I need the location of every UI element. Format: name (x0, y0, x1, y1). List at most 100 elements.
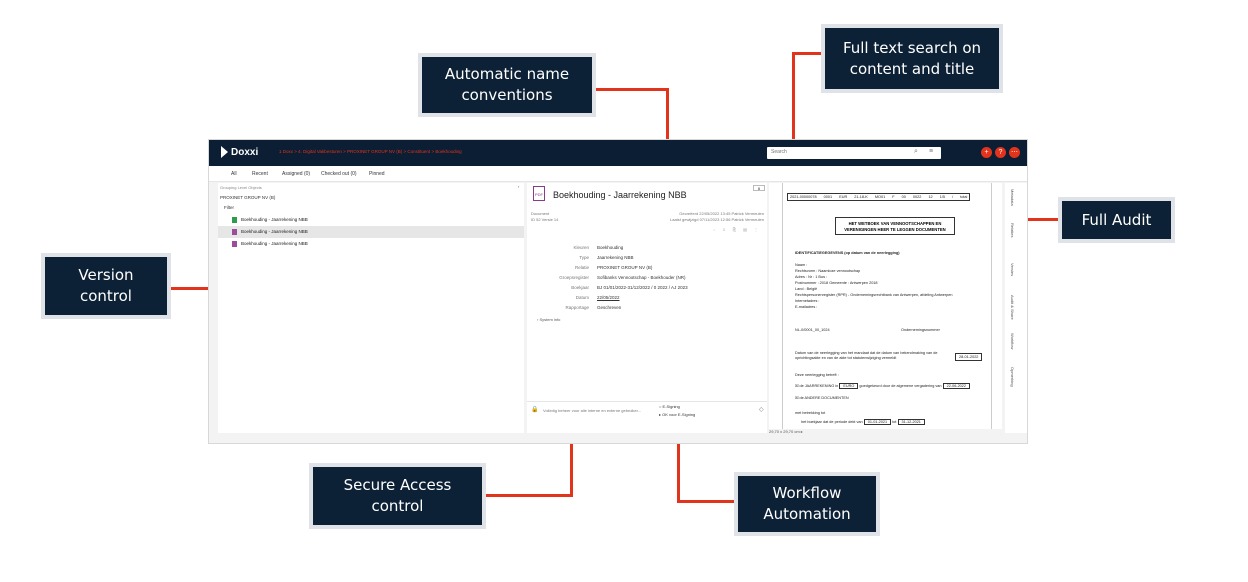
field-value: 22/05/2022 (597, 295, 620, 300)
field-label: Boekjaar (571, 285, 589, 290)
connector-line (792, 52, 795, 152)
pdf-line: Rechtspersonenregister (RPR) - Ondernemi… (795, 293, 953, 297)
pdf-rpr: NL-0/0001_00_1024 (795, 328, 830, 332)
callout-automatic-name: Automatic name conventions (418, 53, 596, 117)
pdf-page: 2021-00000078 0001 EUR 21-18-K MO01 F 00… (782, 183, 992, 429)
side-tab-audit-share[interactable]: Audit & Share (1010, 295, 1015, 320)
connector-line (677, 500, 737, 503)
top-icons: + ? ⋯ (981, 147, 1020, 158)
callout-secure-access: Secure Access control (309, 463, 486, 529)
pdf-date-text: Datum van de neerlegging van het mandaat… (795, 351, 938, 360)
side-tab-workflow[interactable]: Workflow (1010, 333, 1015, 350)
document-purple-icon (232, 241, 237, 247)
pdf-file-icon: PDF (533, 186, 545, 201)
tab-all[interactable]: All (231, 171, 237, 177)
document-footer: 🔒 Volledig beheer voor alle interne en e… (527, 401, 767, 433)
tree-item-label: Boekhouding - Jaarrekening NBB (241, 229, 308, 234)
tab-recent[interactable]: Recent (252, 171, 268, 177)
field-value[interactable]: BJ 01/01/2022-31/12/2022 / 0 2022 / AJ 2… (597, 285, 688, 290)
field-label: Relatie (574, 265, 589, 270)
search-input[interactable] (771, 149, 891, 155)
pdf-line: Rechtsvorm : Naamloze vennootschap (795, 269, 861, 273)
tree-item[interactable]: Boekhouding - Jaarrekening NBB (218, 214, 524, 226)
pdf-section-heading: IDENTIFICATIEGEGEVENS (op datum van de n… (795, 251, 900, 255)
tree-filter[interactable]: Filter (224, 205, 234, 210)
pdf-line: Adres : Nr : 1 Bus : (795, 275, 828, 279)
tree-header: Grouping Level Objects (220, 185, 262, 190)
field-value: Sofibanks Vennootschap - Boekhouder (NR) (597, 275, 686, 280)
field-value: Jaarrekening NBB (597, 255, 634, 260)
tree-item[interactable]: Boekhouding - Jaarrekening NBB (218, 238, 524, 250)
tab-pinned[interactable]: Pinned (369, 171, 385, 177)
tree-item-label: Boekhouding - Jaarrekening NBB (241, 217, 308, 222)
doxxi-logo-icon (221, 146, 228, 158)
pdf-ondernemingsnummer: Ondernemingsnummer (901, 328, 940, 332)
document-green-icon (232, 217, 237, 223)
side-tab-bar: Metadata Relaties Versies Audit & Share … (1005, 183, 1027, 433)
field-label: Kleuren (573, 245, 589, 250)
document-purple-icon (232, 229, 237, 235)
tree-item[interactable]: Boekhouding - Jaarrekening NBB (218, 226, 524, 238)
callout-workflow: Workflow Automation (734, 472, 880, 536)
connector-line (594, 88, 668, 91)
document-count-button[interactable]: 0 (753, 185, 765, 191)
document-created: Gecreëerd 22/05/2022 13:45 Patrick Verme… (679, 211, 764, 216)
field-value: Boekhouding (597, 245, 624, 250)
help-icon[interactable]: ? (995, 147, 1006, 158)
system-info-label: System info (539, 317, 561, 322)
logo-text: Doxxi (231, 146, 259, 158)
toolbar-icons[interactable]: ◌ ⇩ ⎘ ▤ ⋮ (712, 227, 761, 232)
connector-line (570, 420, 573, 496)
pdf-line: E-mailadres : (795, 305, 818, 309)
pdf-line: Land : België (795, 287, 818, 291)
tree-root[interactable]: PROXINET GROUP NV (B) (220, 195, 276, 200)
lock-icon: 🔒 (531, 407, 539, 413)
collapse-icon[interactable]: ‹ (518, 184, 520, 189)
pdf-date-value: 28-01-2022 (955, 353, 983, 361)
callout-version-control: Version control (41, 253, 171, 319)
callout-full-text-search: Full text search on content and title (821, 24, 1003, 93)
pdf-checkbox-row: ☒ de JAARREKENING in EURO goedgekeurd do… (795, 383, 971, 389)
connector-line (677, 424, 680, 502)
connector-line (794, 52, 824, 55)
workflow-item[interactable]: ▸ OK voor E-Signing (659, 412, 696, 417)
callout-full-audit: Full Audit (1058, 197, 1175, 243)
pdf-period-row: het boekjaar dat de periode dekt van 01-… (801, 419, 925, 425)
app-window: Doxxi 1 Doxx > 4. Digital Vakbesturen > … (208, 139, 1028, 444)
app-logo[interactable]: Doxxi (221, 146, 258, 158)
tab-checked-out[interactable]: Checked out (0) (321, 171, 357, 177)
field-label: Type (579, 255, 589, 260)
document-title: Boekhouding - Jaarrekening NBB (553, 190, 687, 200)
workflow-item[interactable]: ○ E-Signing (659, 404, 680, 409)
pdf-period-label: met betrekking tot (795, 411, 826, 415)
access-note[interactable]: Volledig beheer voor alle interne en ext… (543, 408, 642, 413)
side-tab-versies[interactable]: Versies (1010, 263, 1015, 277)
workflow-label: OK voor E-Signing (662, 412, 696, 417)
side-tab-relaties[interactable]: Relaties (1010, 223, 1015, 238)
viewer-status[interactable]: 29,70 x 29,70 cm ▸ (769, 429, 803, 434)
field-label: Groepsregister (559, 275, 589, 280)
system-info-toggle[interactable]: › System info (537, 317, 561, 322)
document-modified: Laatst gewijzigd 07/11/2023 12:56 Patric… (670, 217, 764, 222)
document-viewer: 2021-00000078 0001 EUR 21-18-K MO01 F 00… (769, 183, 1002, 429)
pdf-line: Naam : (795, 263, 808, 267)
filter-icon[interactable]: ≡ (929, 148, 934, 155)
document-panel: PDF Boekhouding - Jaarrekening NBB 0 Doc… (527, 183, 767, 433)
tab-assigned[interactable]: Assigned (0) (282, 171, 311, 177)
more-icon[interactable]: ⋯ (1009, 147, 1020, 158)
pdf-header-row: 2021-00000078 0001 EUR 21-18-K MO01 F 00… (787, 193, 971, 201)
side-tab-metadata[interactable]: Metadata (1010, 189, 1015, 206)
breadcrumb[interactable]: 1 Doxx > 4. Digital Vakbesturen > PROXIN… (279, 149, 462, 154)
add-icon[interactable]: + (981, 147, 992, 158)
tab-bar: All Recent Assigned (0) Checked out (0) … (209, 166, 1027, 182)
connector-line (484, 494, 573, 497)
top-bar: Doxxi 1 Doxx > 4. Digital Vakbesturen > … (209, 140, 1027, 166)
field-value[interactable]: PROXINET GROUP NV (B) (597, 265, 653, 270)
field-label: Datum (575, 295, 589, 300)
side-tab-opmerking[interactable]: Opmerking (1010, 367, 1015, 387)
search-icon[interactable]: ⌕ (914, 148, 918, 155)
document-version[interactable]: ID 52 Versie 14 (531, 217, 559, 222)
pdf-line: Postnummer : 2018 Gemeente : Antwerpen 2… (795, 281, 878, 285)
workflow-diamond-icon[interactable]: ◇ (759, 407, 764, 413)
search-box: ⌕ ≡ (767, 147, 941, 159)
